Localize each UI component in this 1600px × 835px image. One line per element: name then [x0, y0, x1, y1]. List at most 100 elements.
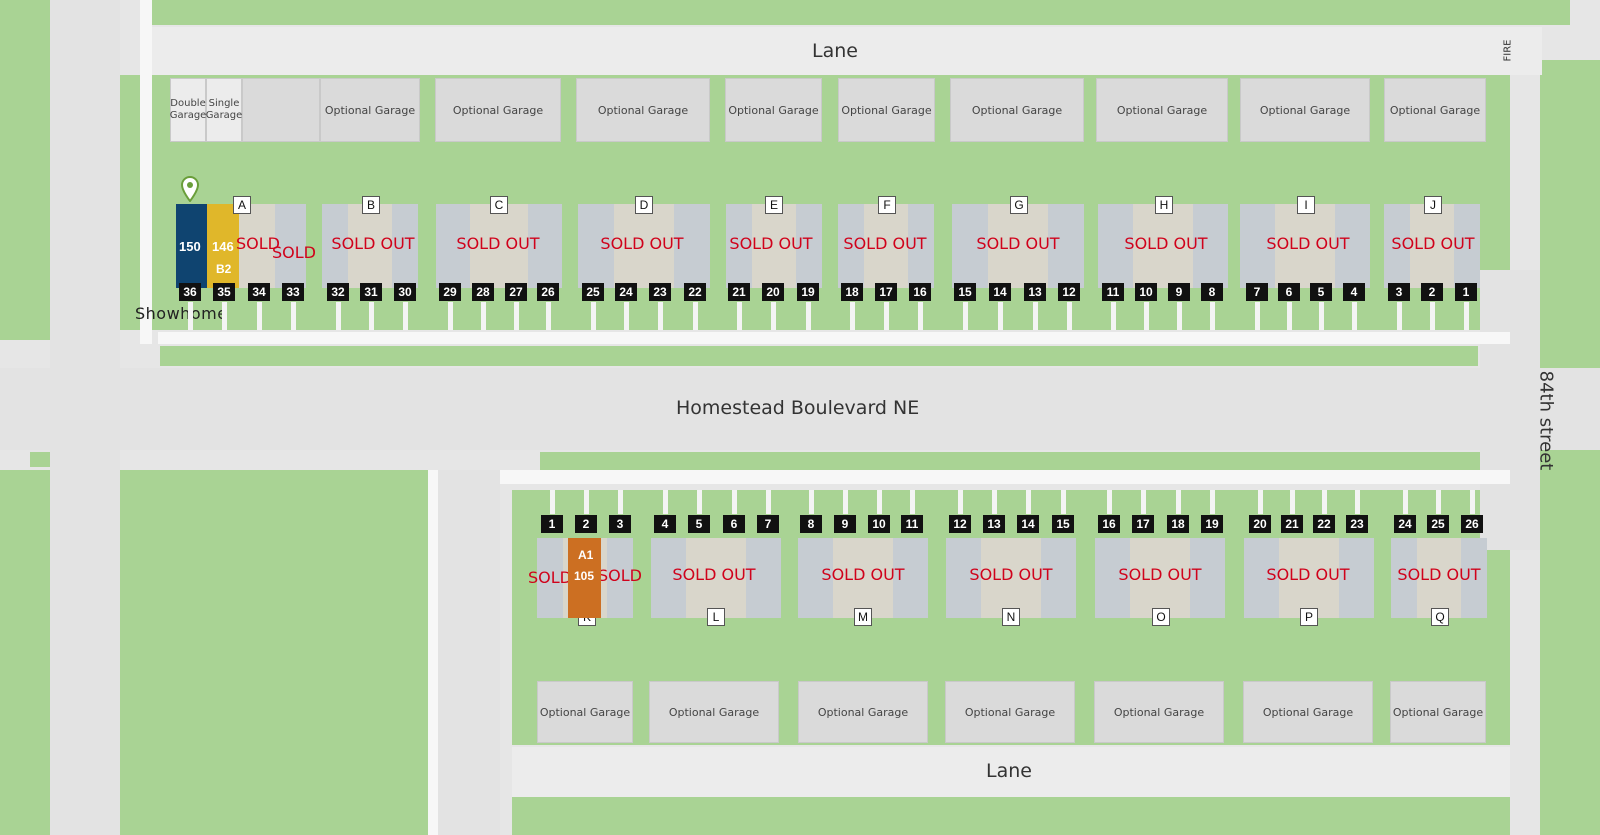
unit-number-top[interactable]: 10 — [1135, 283, 1157, 301]
top-building-9[interactable] — [1240, 204, 1370, 288]
top-building-6[interactable] — [838, 204, 934, 288]
unit-number-bottom[interactable]: 26 — [1461, 515, 1483, 533]
unit-number-bottom[interactable]: 5 — [688, 515, 710, 533]
unit-number-top[interactable]: 15 — [954, 283, 976, 301]
bottom-building-7[interactable] — [1391, 538, 1487, 618]
unit-number-bottom[interactable]: 17 — [1132, 515, 1154, 533]
unit-number-top[interactable]: 29 — [439, 283, 461, 301]
top-building-10[interactable] — [1384, 204, 1480, 288]
unit-number-bottom[interactable]: 21 — [1281, 515, 1303, 533]
bottom-building-4[interactable] — [946, 538, 1076, 618]
optional-garage-top-2[interactable]: Optional Garage — [320, 78, 420, 142]
unit-number-bottom[interactable]: 16 — [1098, 515, 1120, 533]
unit-number-bottom[interactable]: 12 — [949, 515, 971, 533]
unit-105[interactable] — [568, 538, 601, 618]
unit-number-top[interactable]: 32 — [327, 283, 349, 301]
unit-number-bottom[interactable]: 20 — [1249, 515, 1271, 533]
unit-number-bottom[interactable]: 3 — [609, 515, 631, 533]
unit-number-bottom[interactable]: 4 — [654, 515, 676, 533]
unit-number-bottom[interactable]: 13 — [983, 515, 1005, 533]
bottom-building-3[interactable] — [798, 538, 928, 618]
optional-garage-bottom-2[interactable]: Optional Garage — [649, 681, 779, 743]
top-building-4[interactable] — [578, 204, 710, 288]
bottom-building-6[interactable] — [1244, 538, 1374, 618]
unit-number-bottom[interactable]: 18 — [1167, 515, 1189, 533]
unit-number-bottom[interactable]: 11 — [901, 515, 923, 533]
optional-garage-top-3[interactable]: Optional Garage — [435, 78, 561, 142]
unit-number-top[interactable]: 11 — [1102, 283, 1124, 301]
top-building-2[interactable] — [322, 204, 418, 288]
unit-number-top[interactable]: 8 — [1201, 283, 1223, 301]
unit-number-top[interactable]: 23 — [649, 283, 671, 301]
unit-number-bottom[interactable]: 22 — [1313, 515, 1335, 533]
single-garage[interactable]: Single Garage — [206, 78, 242, 142]
unit-number-top[interactable]: 13 — [1024, 283, 1046, 301]
unit-number-bottom[interactable]: 6 — [723, 515, 745, 533]
unit-number-top[interactable]: 21 — [728, 283, 750, 301]
top-building-5[interactable] — [726, 204, 822, 288]
unit-number-top[interactable]: 34 — [248, 283, 270, 301]
unit-number-top[interactable]: 12 — [1058, 283, 1080, 301]
unit-number-top[interactable]: 4 — [1343, 283, 1365, 301]
unit-number-bottom[interactable]: 19 — [1201, 515, 1223, 533]
building-a[interactable] — [176, 204, 306, 288]
unit-number-top[interactable]: 35 — [213, 283, 235, 301]
unit-number-top[interactable]: 3 — [1388, 283, 1410, 301]
unit-number-top[interactable]: 19 — [797, 283, 819, 301]
unit-number-bottom[interactable]: 14 — [1017, 515, 1039, 533]
unit-150-showhome[interactable] — [176, 204, 207, 288]
top-building-3[interactable] — [436, 204, 562, 288]
unit-number-top[interactable]: 6 — [1278, 283, 1300, 301]
optional-garage-bottom-1[interactable]: Optional Garage — [537, 681, 633, 743]
unit-number-top[interactable]: 20 — [762, 283, 784, 301]
unit-number-bottom[interactable]: 8 — [800, 515, 822, 533]
unit-number-bottom[interactable]: 7 — [757, 515, 779, 533]
unit-number-top[interactable]: 22 — [684, 283, 706, 301]
double-garage[interactable]: Double Garage — [170, 78, 206, 142]
bottom-building-2[interactable] — [651, 538, 781, 618]
optional-garage-top-9[interactable]: Optional Garage — [1240, 78, 1370, 142]
unit-number-bottom[interactable]: 23 — [1346, 515, 1368, 533]
unit-number-top[interactable]: 2 — [1421, 283, 1443, 301]
optional-garage-top-6[interactable]: Optional Garage — [838, 78, 935, 142]
unit-number-bottom[interactable]: 10 — [868, 515, 890, 533]
unit-number-top[interactable]: 25 — [582, 283, 604, 301]
optional-garage-top-8[interactable]: Optional Garage — [1096, 78, 1228, 142]
optional-garage-bottom-3[interactable]: Optional Garage — [798, 681, 928, 743]
optional-garage-bottom-7[interactable]: Optional Garage — [1390, 681, 1486, 743]
unit-number-top[interactable]: 27 — [505, 283, 527, 301]
unit-number-bottom[interactable]: 9 — [834, 515, 856, 533]
unit-number-top[interactable]: 16 — [909, 283, 931, 301]
unit-number-top[interactable]: 24 — [615, 283, 637, 301]
unit-number-top[interactable]: 7 — [1246, 283, 1268, 301]
optional-garage-top-10[interactable]: Optional Garage — [1384, 78, 1486, 142]
unit-number-top[interactable]: 30 — [394, 283, 416, 301]
unit-number-bottom[interactable]: 25 — [1427, 515, 1449, 533]
optional-garage-bottom-6[interactable]: Optional Garage — [1243, 681, 1373, 743]
unit-number-top[interactable]: 18 — [841, 283, 863, 301]
unit-number-bottom[interactable]: 24 — [1394, 515, 1416, 533]
unit-number-top[interactable]: 28 — [472, 283, 494, 301]
unit-number-bottom[interactable]: 15 — [1052, 515, 1074, 533]
optional-garage-top-7[interactable]: Optional Garage — [950, 78, 1084, 142]
unit-number-top[interactable]: 9 — [1168, 283, 1190, 301]
top-building-8[interactable] — [1098, 204, 1228, 288]
unit-number-top[interactable]: 17 — [875, 283, 897, 301]
unit-number-bottom[interactable]: 2 — [575, 515, 597, 533]
bottom-building-5[interactable] — [1095, 538, 1225, 618]
unit-number-top[interactable]: 14 — [989, 283, 1011, 301]
optional-garage-bottom-5[interactable]: Optional Garage — [1094, 681, 1224, 743]
unit-number-top[interactable]: 31 — [360, 283, 382, 301]
optional-garage-top-5[interactable]: Optional Garage — [725, 78, 822, 142]
optional-garage-top-4[interactable]: Optional Garage — [576, 78, 710, 142]
unit-number-top[interactable]: 5 — [1310, 283, 1332, 301]
unit-number-top[interactable]: 26 — [537, 283, 559, 301]
unit-number-bottom[interactable]: 1 — [541, 515, 563, 533]
unit-number-top[interactable]: 36 — [179, 283, 201, 301]
optional-garage-top-1[interactable] — [242, 78, 320, 142]
top-building-7[interactable] — [952, 204, 1084, 288]
optional-garage-bottom-4[interactable]: Optional Garage — [945, 681, 1075, 743]
unit-146[interactable] — [207, 204, 239, 288]
unit-number-top[interactable]: 33 — [282, 283, 304, 301]
unit-number-top[interactable]: 1 — [1455, 283, 1477, 301]
